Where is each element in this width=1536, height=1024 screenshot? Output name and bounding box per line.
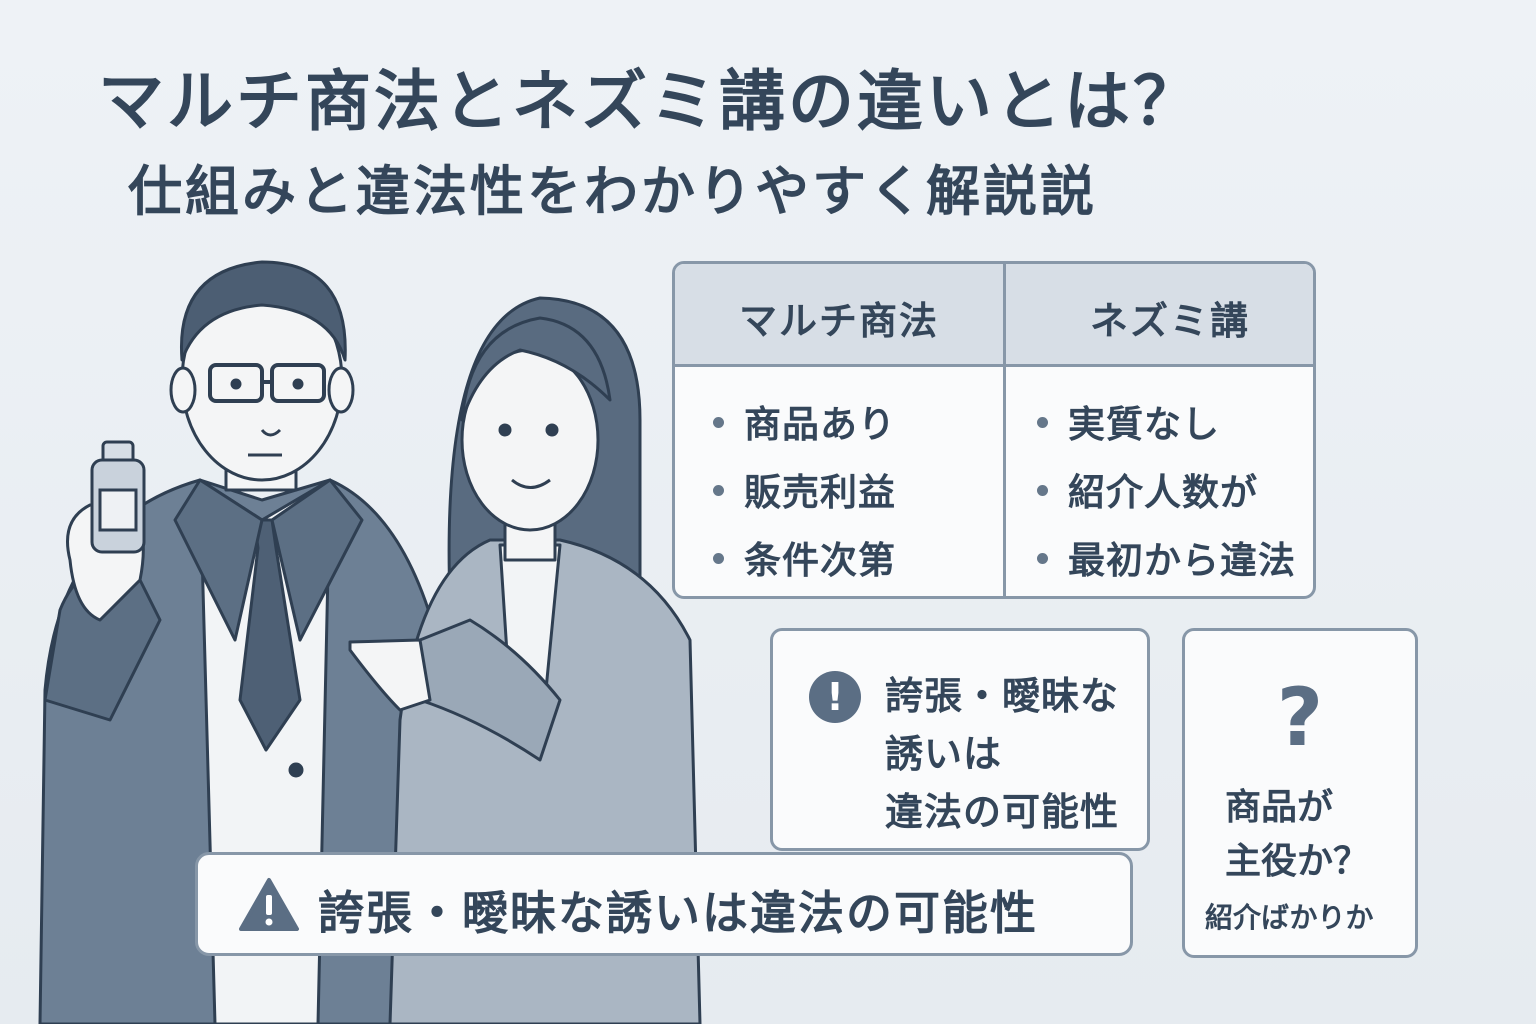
list-item: 紹介人数が	[1037, 462, 1296, 530]
multi-features-list: 商品あり 販売利益 条件次第	[713, 394, 896, 596]
woman-figure	[348, 296, 702, 1024]
pyramid-features-list: 実質なし 紹介人数が 最初から違法	[1037, 394, 1296, 596]
list-item: 条件次第	[713, 530, 896, 596]
list-item: 販売利益	[713, 462, 896, 530]
comparison-table-header	[675, 264, 1313, 367]
warning-banner-text: 誇張・曖昧な誘いは違法の可能性	[318, 886, 1038, 940]
question-text: 商品が 主役か？	[1225, 781, 1369, 889]
exclamation-icon: !	[809, 671, 861, 723]
warning-triangle-icon	[239, 878, 299, 931]
warning-line: 誘いは	[885, 732, 1003, 776]
warning-card-text: 誇張・曖昧な 誘いは 違法の可能性	[885, 667, 1119, 841]
column-header-pyramid: ネズミ講	[1089, 299, 1250, 343]
warning-banner: 誇張・曖昧な誘いは違法の可能性	[195, 852, 1133, 956]
bottle-icon	[90, 440, 146, 554]
list-item: 商品あり	[713, 394, 896, 462]
question-line: 主役か？	[1225, 841, 1370, 882]
list-item: 最初から違法	[1037, 530, 1296, 596]
question-icon: ?	[1276, 671, 1324, 764]
warning-line: 違法の可能性	[885, 790, 1120, 834]
comparison-table: マルチ商法 ネズミ講 商品あり 販売利益 条件次第 実質なし 紹介人数が 最初か…	[672, 261, 1316, 599]
page-title: マルチ商法とネズミ講の違いとは？	[98, 63, 1202, 140]
warning-line: 誇張・曖昧な	[885, 674, 1120, 718]
column-divider	[1003, 264, 1006, 596]
column-header-multi: マルチ商法	[738, 299, 939, 343]
question-card: ? 商品が 主役か？ 紹介ばかりか	[1182, 628, 1418, 958]
page-subtitle: 仕組みと違法性をわかりやすく解説説	[128, 160, 1097, 223]
question-line: 商品が	[1225, 787, 1334, 828]
man-figure	[38, 260, 454, 1024]
question-subtext: 紹介ばかりか	[1205, 901, 1374, 934]
warning-card: ! 誇張・曖昧な 誘いは 違法の可能性	[770, 628, 1150, 851]
list-item: 実質なし	[1037, 394, 1296, 462]
